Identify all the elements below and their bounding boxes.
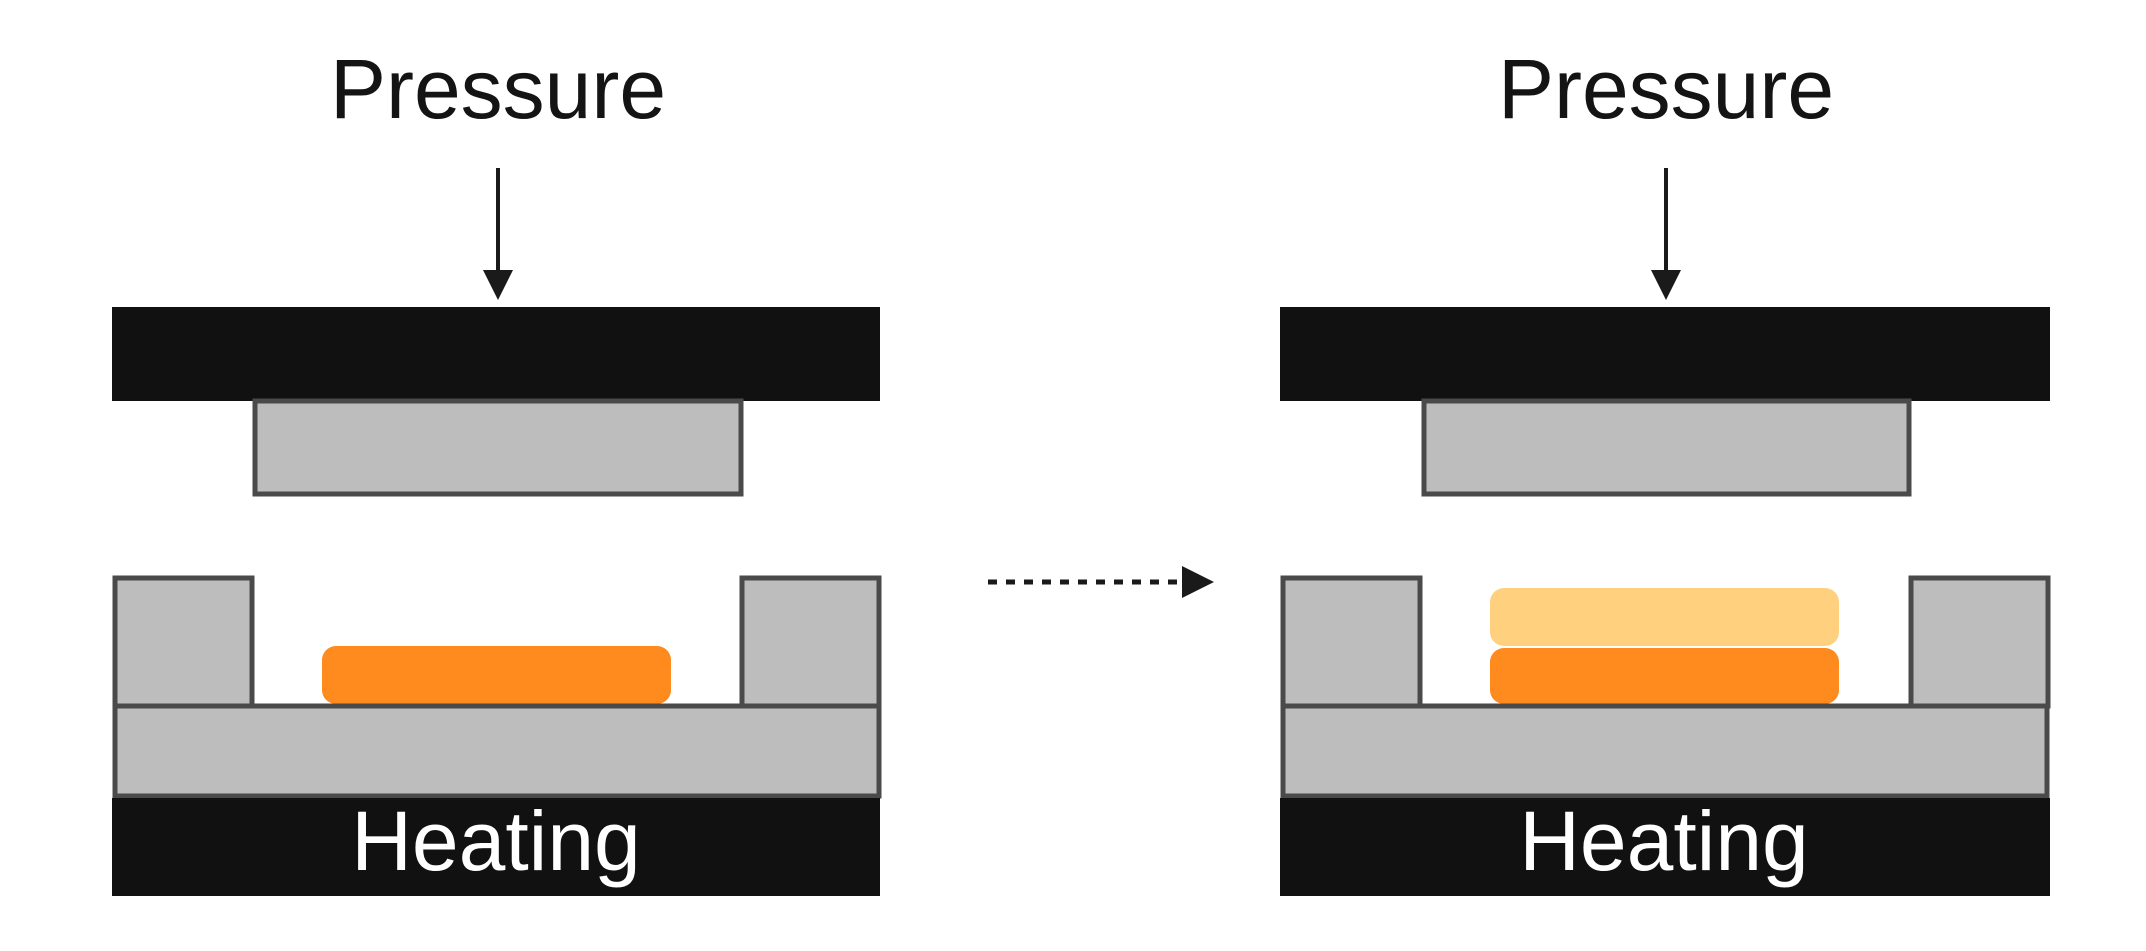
press-before: Pressure Heating xyxy=(112,42,882,896)
press-after: Pressure Heating xyxy=(1280,42,2051,896)
mold-right-wall xyxy=(739,575,882,709)
upper-punch xyxy=(1421,398,1912,497)
sample-layer xyxy=(1490,648,1839,704)
mold-base xyxy=(112,703,882,799)
pressure-arrow xyxy=(483,168,513,300)
sample-layer xyxy=(322,646,671,704)
mold-right-wall xyxy=(1908,575,2051,709)
heating-plate xyxy=(1280,798,2050,896)
mold-left-wall xyxy=(112,575,255,709)
upper-press-plate xyxy=(1280,307,2050,401)
upper-press-plate xyxy=(112,307,880,401)
heating-plate xyxy=(112,798,880,896)
mold-base xyxy=(1280,703,2050,799)
pressure-label: Pressure xyxy=(1498,42,1834,136)
heating-label: Heating xyxy=(1519,794,1809,888)
added-sample-layer xyxy=(1490,588,1839,646)
heating-label: Heating xyxy=(351,794,641,888)
mold-left-wall xyxy=(1280,575,1423,709)
upper-punch xyxy=(252,398,744,497)
transition-arrow xyxy=(988,566,1214,598)
pressure-arrow xyxy=(1651,168,1681,300)
pressure-label: Pressure xyxy=(330,42,666,136)
